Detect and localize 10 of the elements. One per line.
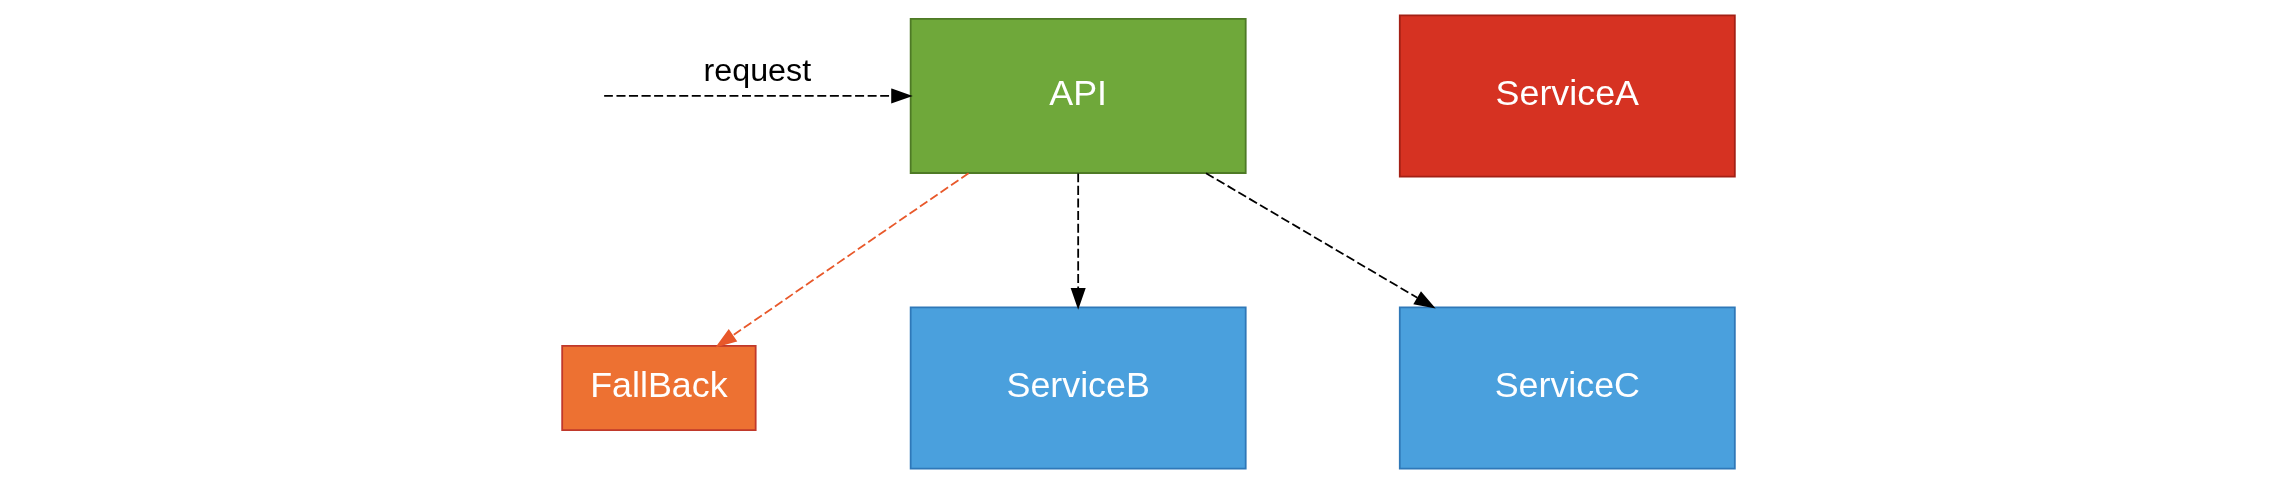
arrow [714, 172, 969, 348]
node-box: API [909, 18, 1247, 174]
arrow [1070, 172, 1086, 310]
node-box: FallBack [560, 345, 757, 432]
node-box: ServiceC [1398, 306, 1736, 470]
arrow [602, 88, 913, 104]
node-box: ServiceA [1398, 14, 1736, 178]
node-box: ServiceB [909, 306, 1247, 470]
arrow [1204, 172, 1436, 309]
edge-label: request [703, 51, 811, 88]
